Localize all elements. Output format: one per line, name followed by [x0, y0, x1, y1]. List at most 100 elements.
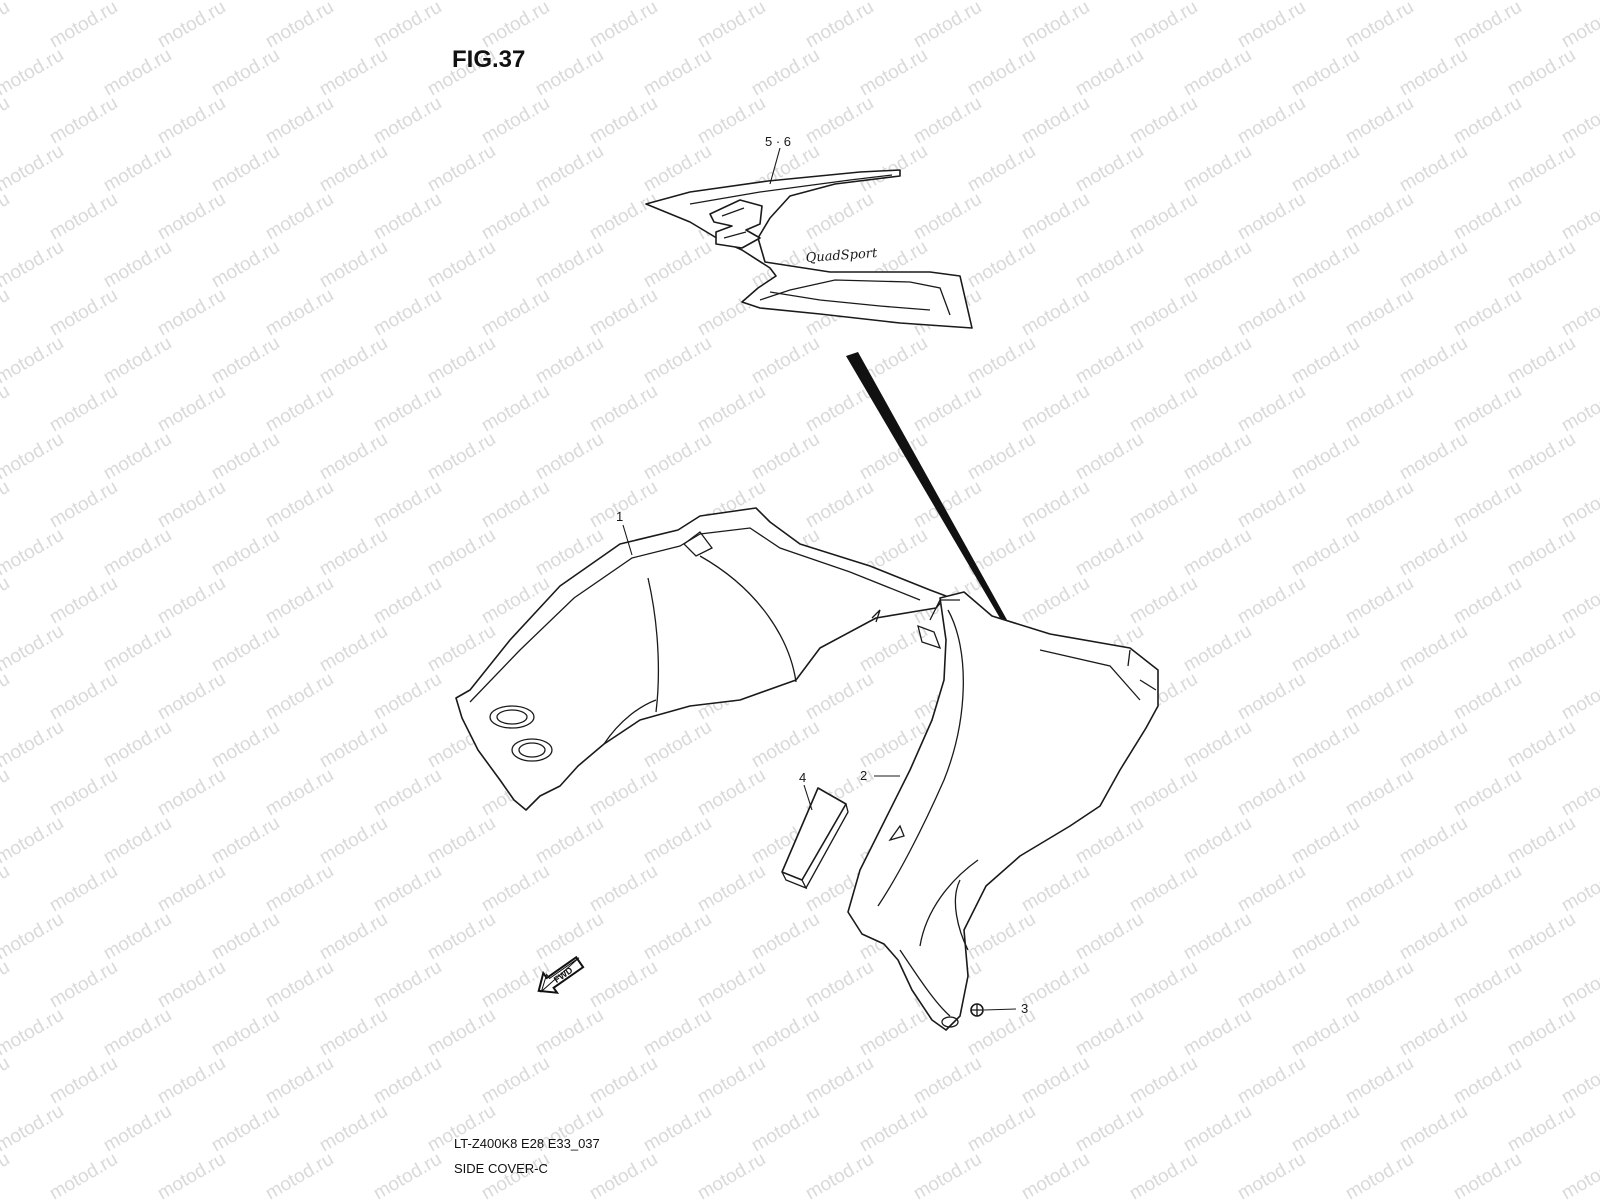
- watermark-text: motod.ru: [316, 333, 391, 389]
- watermark-text: motod.ru: [964, 141, 1039, 197]
- watermark-text: motod.ru: [640, 909, 715, 965]
- watermark-text: motod.ru: [1450, 957, 1525, 1013]
- watermark-text: motod.ru: [694, 1149, 769, 1200]
- watermark-text: motod.ru: [910, 189, 985, 245]
- watermark-text: motod.ru: [0, 1053, 13, 1109]
- watermark-text: motod.ru: [1180, 525, 1255, 581]
- watermark-text: motod.ru: [532, 1197, 607, 1200]
- watermark-text: motod.ru: [694, 93, 769, 149]
- watermark-text: motod.ru: [532, 1005, 607, 1061]
- watermark-text: motod.ru: [1504, 1005, 1579, 1061]
- decal-callout-leader: [769, 147, 781, 185]
- watermark-text: motod.ru: [586, 957, 661, 1013]
- watermark-text: motod.ru: [1504, 237, 1579, 293]
- watermark-text: motod.ru: [1396, 429, 1471, 485]
- watermark-text: motod.ru: [1072, 1197, 1147, 1200]
- watermark-text: motod.ru: [1018, 1053, 1093, 1109]
- watermark-text: motod.ru: [1504, 909, 1579, 965]
- watermark-text: motod.ru: [1126, 573, 1201, 629]
- watermark-text: motod.ru: [586, 189, 661, 245]
- watermark-text: motod.ru: [1342, 285, 1417, 341]
- watermark-text: motod.ru: [1396, 1005, 1471, 1061]
- watermark-text: motod.ru: [1450, 285, 1525, 341]
- watermark-text: motod.ru: [1450, 1149, 1525, 1200]
- watermark-text: motod.ru: [0, 429, 67, 485]
- watermark-text: motod.ru: [1180, 237, 1255, 293]
- watermark-text: motod.ru: [316, 1197, 391, 1200]
- watermark-text: motod.ru: [208, 1197, 283, 1200]
- watermark-text: motod.ru: [100, 429, 175, 485]
- watermark-text: motod.ru: [748, 717, 823, 773]
- watermark-text: motod.ru: [208, 45, 283, 101]
- watermark-text: motod.ru: [1072, 1101, 1147, 1157]
- watermark-text: motod.ru: [0, 477, 13, 533]
- watermark-text: motod.ru: [1342, 381, 1417, 437]
- watermark-text: motod.ru: [154, 477, 229, 533]
- watermark-text: motod.ru: [1072, 813, 1147, 869]
- watermark-text: motod.ru: [964, 909, 1039, 965]
- watermark-text: motod.ru: [1072, 909, 1147, 965]
- watermark-text: motod.ru: [0, 333, 67, 389]
- watermark-text: motod.ru: [1234, 573, 1309, 629]
- watermark-text: motod.ru: [640, 429, 715, 485]
- watermark-text: motod.ru: [262, 861, 337, 917]
- watermark-text: motod.ru: [154, 381, 229, 437]
- watermark-text: motod.ru: [964, 429, 1039, 485]
- watermark-text: motod.ru: [1504, 525, 1579, 581]
- watermark-text: motod.ru: [1126, 1149, 1201, 1200]
- watermark-text: motod.ru: [748, 45, 823, 101]
- watermark-text: motod.ru: [1450, 669, 1525, 725]
- watermark-text: motod.ru: [1180, 909, 1255, 965]
- watermark-text: motod.ru: [910, 381, 985, 437]
- watermark-text: motod.ru: [424, 429, 499, 485]
- watermark-text: motod.ru: [1558, 1053, 1600, 1109]
- watermark-text: motod.ru: [1126, 189, 1201, 245]
- watermark-text: motod.ru: [748, 429, 823, 485]
- watermark-text: motod.ru: [316, 45, 391, 101]
- watermark-text: motod.ru: [1558, 861, 1600, 917]
- watermark-text: motod.ru: [154, 1149, 229, 1200]
- watermark-text: motod.ru: [964, 333, 1039, 389]
- watermark-text: motod.ru: [1450, 381, 1525, 437]
- suzuki-logo-icon: [709, 199, 763, 249]
- watermark-text: motod.ru: [802, 477, 877, 533]
- watermark-text: motod.ru: [208, 1005, 283, 1061]
- watermark-text: motod.ru: [802, 669, 877, 725]
- watermark-text: motod.ru: [316, 813, 391, 869]
- watermark-text: motod.ru: [1558, 93, 1600, 149]
- watermark-text: motod.ru: [1396, 621, 1471, 677]
- watermark-text: motod.ru: [46, 285, 121, 341]
- watermark-text: motod.ru: [100, 717, 175, 773]
- watermark-text: motod.ru: [370, 0, 445, 52]
- watermark-text: motod.ru: [586, 93, 661, 149]
- watermark-text: motod.ru: [1396, 909, 1471, 965]
- watermark-text: motod.ru: [46, 477, 121, 533]
- watermark-text: motod.ru: [154, 1053, 229, 1109]
- watermark-text: motod.ru: [370, 765, 445, 821]
- watermark-text: motod.ru: [1504, 1101, 1579, 1157]
- watermark-text: motod.ru: [532, 141, 607, 197]
- watermark-text: motod.ru: [694, 861, 769, 917]
- watermark-text: motod.ru: [154, 93, 229, 149]
- watermark-text: motod.ru: [586, 765, 661, 821]
- watermark-text: motod.ru: [1504, 141, 1579, 197]
- watermark-text: motod.ru: [46, 1053, 121, 1109]
- watermark-text: motod.ru: [1180, 141, 1255, 197]
- watermark-text: motod.ru: [0, 189, 13, 245]
- watermark-text: motod.ru: [1342, 189, 1417, 245]
- watermark-text: motod.ru: [1234, 189, 1309, 245]
- watermark-text: motod.ru: [0, 621, 67, 677]
- watermark-text: motod.ru: [1342, 957, 1417, 1013]
- watermark-text: motod.ru: [478, 93, 553, 149]
- watermark-text: motod.ru: [586, 861, 661, 917]
- watermark-text: motod.ru: [0, 525, 67, 581]
- watermark-text: motod.ru: [1504, 429, 1579, 485]
- watermark-text: motod.ru: [100, 237, 175, 293]
- watermark-text: motod.ru: [1126, 765, 1201, 821]
- watermark-text: motod.ru: [1234, 93, 1309, 149]
- watermark-text: motod.ru: [802, 189, 877, 245]
- watermark-text: motod.ru: [1018, 861, 1093, 917]
- watermark-text: motod.ru: [0, 669, 13, 725]
- watermark-text: motod.ru: [0, 957, 13, 1013]
- watermark-text: motod.ru: [46, 0, 121, 52]
